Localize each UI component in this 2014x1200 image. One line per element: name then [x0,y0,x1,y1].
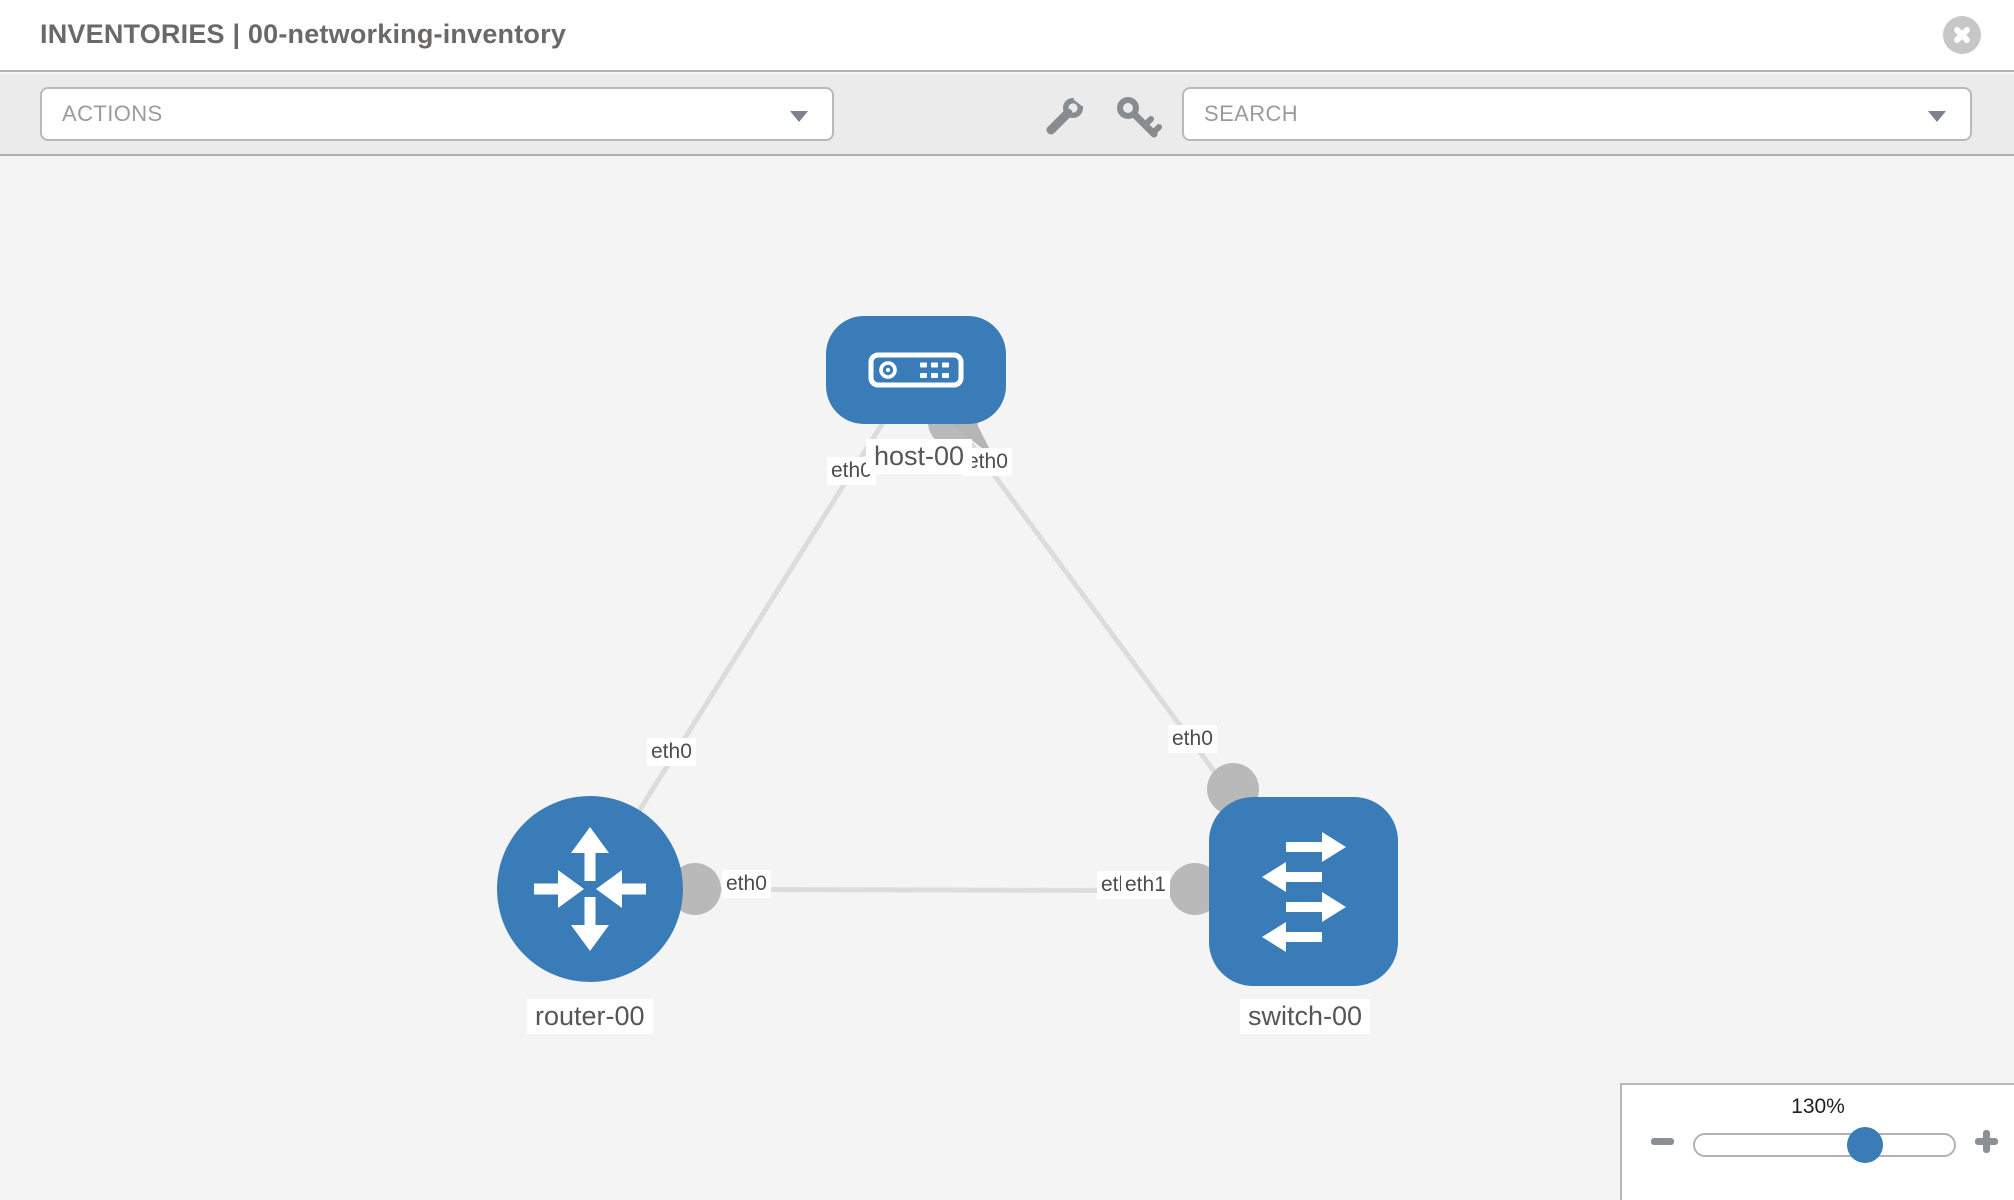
plus-bar [1983,1130,1990,1153]
interface-dot-switch-left [1169,863,1221,915]
actions-dropdown-label: ACTIONS [62,101,163,126]
node-host-00[interactable] [826,316,1006,424]
search-placeholder: SEARCH [1204,101,1299,126]
zoom-slider[interactable] [1693,1127,1956,1163]
zoom-in-icon[interactable] [1975,1130,1998,1153]
link-host-router[interactable] [587,368,919,891]
node-router-00[interactable] [497,796,683,982]
wrench-icon[interactable] [1042,94,1088,140]
node-switch-00[interactable] [1209,797,1398,986]
iface-label-switch-eth0-top: eth0 [1168,725,1217,754]
router-icon [534,827,646,951]
zoom-level-value: 130% [1791,1095,1845,1118]
iface-label-router-eth0-top: eth0 [647,738,696,767]
key-icon[interactable] [1114,94,1162,142]
chevron-down-icon [1928,111,1946,122]
zoom-panel: 130% [1620,1083,2014,1200]
zoom-slider-knob[interactable] [1847,1127,1883,1163]
iface-label-router-eth0-right: eth0 [722,870,771,899]
page-title: INVENTORIES | 00-networking-inventory [40,19,567,49]
node-label-router: router-00 [527,999,653,1035]
header: INVENTORIES | 00-networking-inventory [0,0,2014,72]
topology-canvas[interactable]: host-00 router-00 switch-00 eth0 eth0 et… [0,156,2014,1200]
close-icon[interactable] [1943,16,1981,54]
actions-dropdown[interactable]: ACTIONS [40,87,834,141]
zoom-out-icon[interactable] [1651,1138,1674,1145]
node-label-switch: switch-00 [1240,999,1371,1035]
server-icon [868,352,964,388]
node-label-host: host-00 [866,439,973,475]
topology-links-layer [587,368,1306,915]
toolbar: ACTIONS SEARCH [0,74,2014,156]
search-dropdown[interactable]: SEARCH [1182,87,1972,141]
iface-label-switch-eth1: eth1 [1121,871,1170,900]
switch-icon [1261,831,1346,952]
chevron-down-icon [790,111,808,122]
